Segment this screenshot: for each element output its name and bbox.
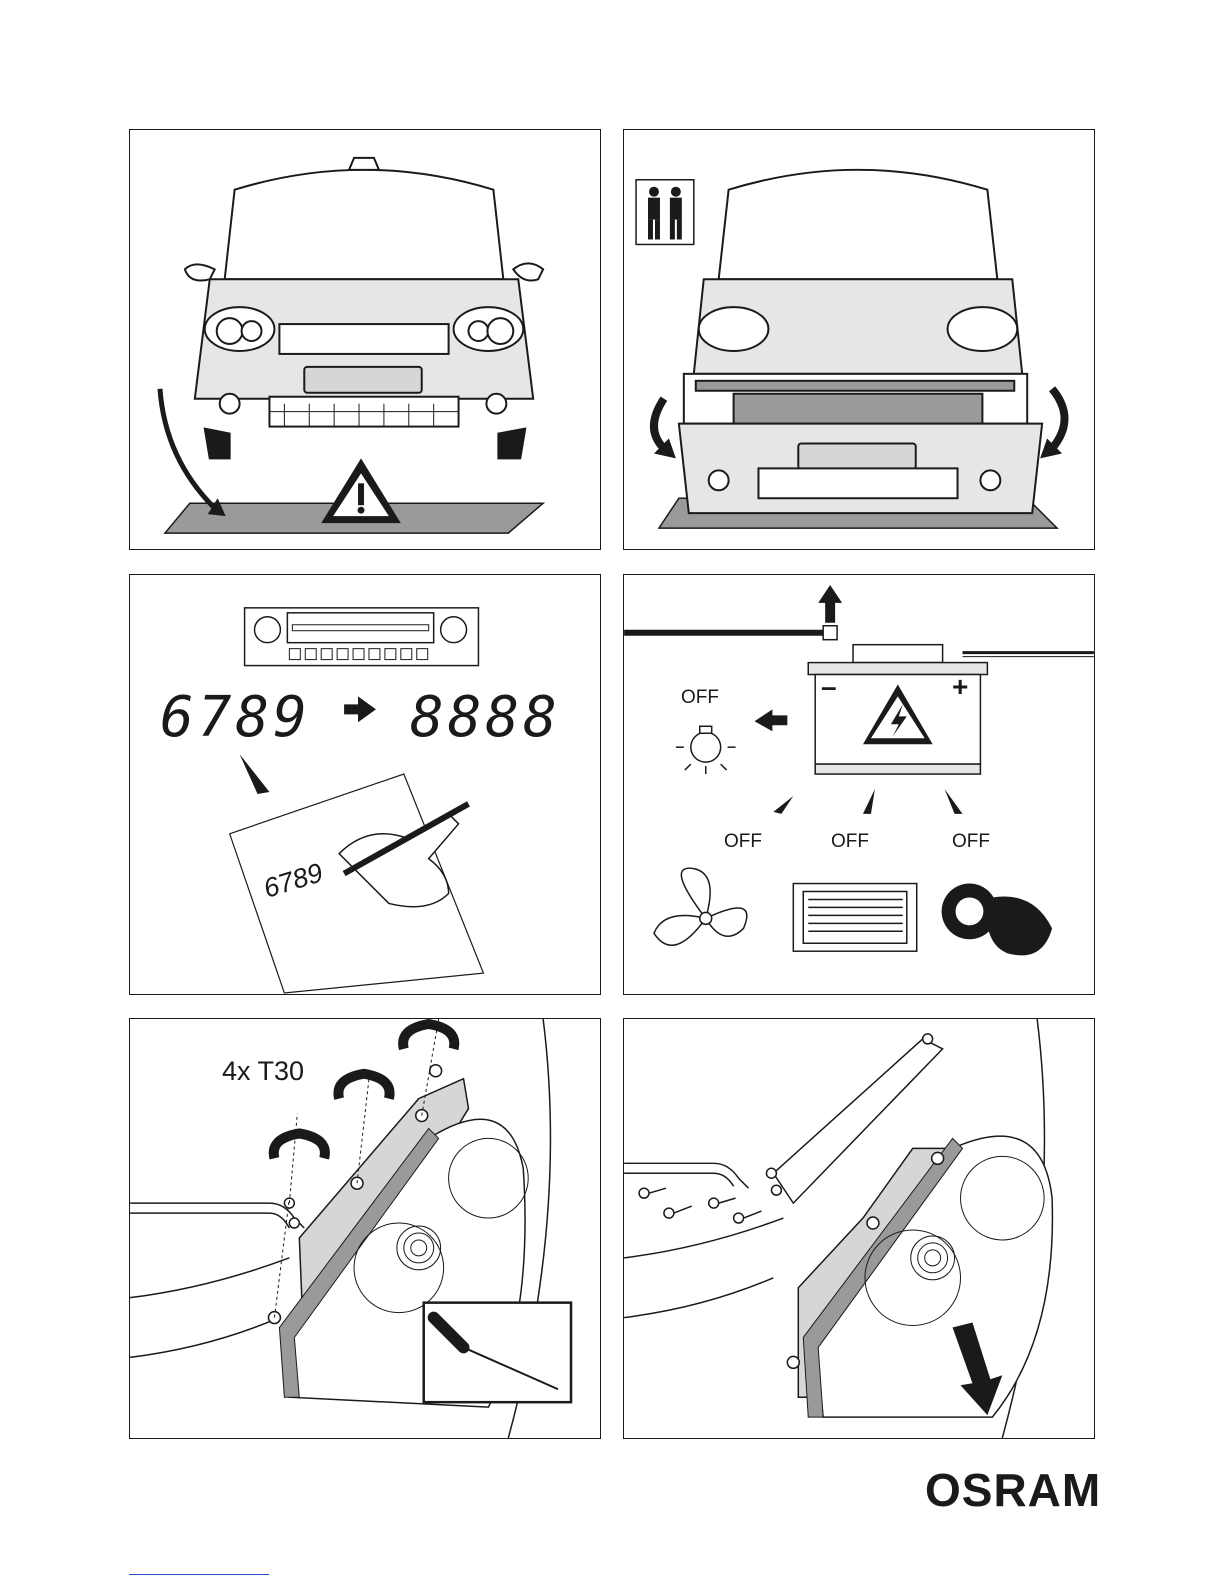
battery-positive-label: + [952,671,968,703]
screw-set-icon [639,1188,761,1223]
heater-off-label: OFF [831,831,869,853]
ignition-key-icon [942,884,1052,956]
fan-off-label: OFF [724,831,762,853]
panel-raised-car [129,129,601,550]
battery-illustration [624,575,1094,994]
fan-icon [654,868,747,945]
light-off-label: OFF [681,687,719,709]
arrow-icon [945,789,963,814]
radio-code-display: 6789 [160,685,311,750]
arrow-icon [344,696,376,722]
two-workers-icon [636,180,694,245]
warning-triangle-icon [321,458,401,523]
arrow-icon [818,585,842,623]
screwdriver-icon [424,1303,571,1403]
panel-bumper-removal [623,129,1095,550]
arrow-icon [863,789,875,814]
headlamp-screws-illustration [130,1019,600,1438]
panel-remove-screws: 4x T30 [129,1018,601,1439]
heater-icon [793,884,916,952]
car-front-illustration [130,130,600,549]
radio-code-illustration [130,575,600,994]
footer-line [129,1574,269,1575]
panel-battery-disconnect: OFF OFF OFF OFF – + [623,574,1095,995]
arrow-icon [240,754,270,794]
bumper-removal-illustration [624,130,1094,549]
headlamp-removal-illustration [624,1019,1094,1438]
panel-pull-headlamp [623,1018,1095,1439]
panel-radio-code: 6789 8888 6789 [129,574,601,995]
screw-spec-label: 4x T30 [222,1056,304,1087]
radio-blank-display: 8888 [410,685,561,750]
ignition-off-label: OFF [952,831,990,853]
battery-negative-label: – [821,671,837,703]
arrow-icon [754,709,787,731]
bulb-icon [676,726,736,774]
brand-logo: OSRAM [925,1463,1101,1517]
arrow-icon [773,796,793,814]
